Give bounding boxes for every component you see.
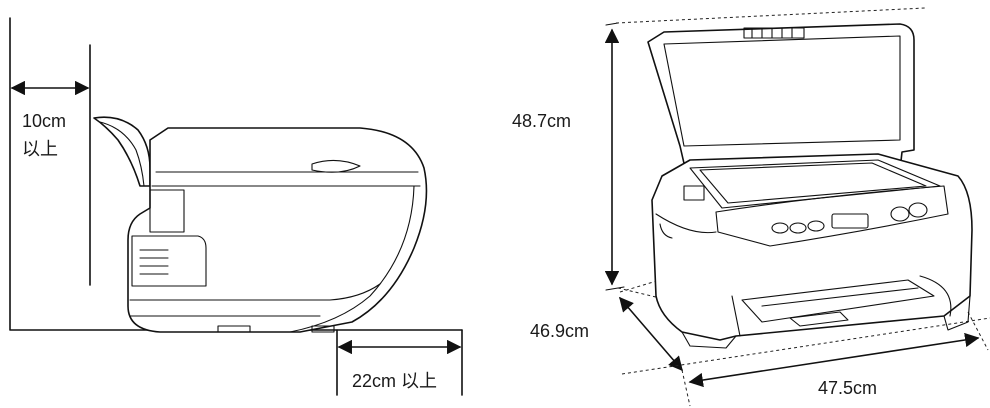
height-label: 48.7cm <box>512 111 572 131</box>
depth-label: 46.9cm <box>530 321 590 341</box>
side-clearance-suffix-label: 以上 <box>22 139 58 159</box>
side-clearance-label: 10cm <box>22 111 67 131</box>
printer-isometric <box>647 23 973 349</box>
side-view <box>9 17 463 396</box>
isometric-view <box>604 7 990 407</box>
width-label: 47.5cm <box>818 378 878 398</box>
width-dimension-arrow <box>688 332 980 388</box>
depth-dimension-arrow <box>619 296 683 372</box>
back-clearance-label: 22cm 以上 <box>352 371 438 391</box>
printer-side-silhouette <box>93 116 428 333</box>
